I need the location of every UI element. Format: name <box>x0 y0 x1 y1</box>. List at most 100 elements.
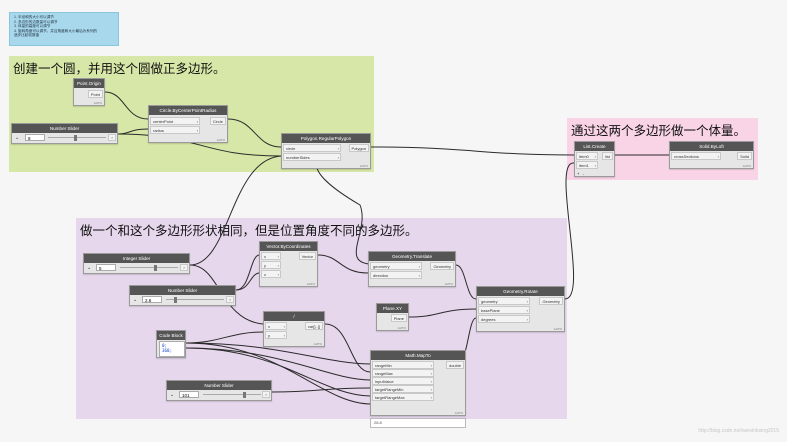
node-point-origin[interactable]: Point.Origin Point AUTO <box>73 78 105 106</box>
output-port-list[interactable]: list <box>602 152 613 160</box>
slider-value-field[interactable]: 101 <box>179 391 199 398</box>
output-port-arrow-icon[interactable]: › <box>262 391 270 398</box>
port-label: x <box>264 254 266 259</box>
chevron-right-icon: › <box>594 163 596 168</box>
remove-input-button[interactable]: - <box>583 171 585 176</box>
slider-value-field[interactable]: 8 <box>25 134 45 141</box>
input-port-geometry[interactable]: geometry› <box>370 262 422 270</box>
watermark: http://blog.csdn.net/weixinbxing2015 <box>698 428 779 434</box>
input-port-item0[interactable]: item0› <box>576 152 598 160</box>
output-port-polygon[interactable]: Polygon <box>348 144 369 152</box>
node-number-slider-height[interactable]: Number Slider 2.6 ⌄ › <box>129 285 236 306</box>
port-label: crossSections <box>674 154 699 159</box>
lacing-label: AUTO <box>742 164 751 168</box>
note-line: 3. 体量的高度可以调节 <box>14 24 51 29</box>
input-port-circle[interactable]: circle› <box>283 144 341 152</box>
input-port-y[interactable]: y› <box>265 331 287 339</box>
chevron-right-icon: › <box>526 317 528 322</box>
output-port-arrow-icon[interactable]: › <box>108 134 116 141</box>
chevron-right-icon: › <box>196 128 198 133</box>
output-port-point[interactable]: Point <box>87 90 103 98</box>
node-divide[interactable]: / x› y› var[]..[] AUTO <box>263 311 325 347</box>
slider-value-field[interactable]: 2.6 <box>142 296 162 303</box>
slider-track[interactable] <box>48 137 106 138</box>
note-line: 逐步比起较数值 <box>14 33 40 38</box>
slider-handle[interactable] <box>154 265 157 271</box>
slider-handle[interactable] <box>174 297 177 303</box>
output-port-geometry[interactable]: Geometry <box>430 262 454 270</box>
input-port-input-value[interactable]: inputValue› <box>372 377 434 385</box>
code-editor[interactable]: 0; 360; <box>159 341 185 357</box>
output-port-double[interactable]: double <box>445 361 464 369</box>
output-port-solid[interactable]: Solid <box>737 152 752 160</box>
node-solid-by-loft[interactable]: Solid.ByLoft crossSections› Solid AUTO <box>669 141 754 169</box>
port-label: direction <box>373 273 389 278</box>
input-port-number-sides[interactable]: numberSides› <box>283 153 341 161</box>
node-polygon-regular-polygon[interactable]: Polygon.RegularPolygon circle› numberSid… <box>281 133 371 169</box>
port-label: x <box>268 324 270 329</box>
slider-value-field[interactable]: 5 <box>96 264 116 271</box>
note-line: 4. 旋转角度可以调节，并且角度和大小最后为系列的 <box>14 28 98 33</box>
slider-track[interactable] <box>166 299 224 300</box>
port-label: targetRangeMin <box>375 387 404 392</box>
node-code-block[interactable]: Code Block 0; 360; <box>156 330 186 358</box>
input-port-geometry[interactable]: geometry› <box>478 297 530 305</box>
node-number-slider-angle[interactable]: Number Slider 101 ⌄ › <box>166 380 272 401</box>
slider-track[interactable] <box>120 267 178 268</box>
input-port-x[interactable]: x› <box>261 252 281 260</box>
lacing-label: AUTO <box>444 282 453 286</box>
slider-track[interactable] <box>203 394 261 395</box>
port-label: centerPoint <box>153 119 174 124</box>
input-port-x[interactable]: x› <box>265 322 287 330</box>
node-vector-by-coordinates[interactable]: Vector.ByCoordinates x› y› z› Vector AUT… <box>259 241 318 287</box>
input-port-range-min[interactable]: rangeMin› <box>372 361 434 369</box>
node-circle-by-center-point-radius[interactable]: Circle.ByCenterPointRadius centerPoint› … <box>148 105 228 143</box>
output-port-vector[interactable]: Vector <box>298 252 316 260</box>
chevron-right-icon: › <box>430 395 432 400</box>
node-list-create[interactable]: List.Create item0› item1› list + - <box>574 141 615 177</box>
chevron-right-icon: › <box>594 154 596 159</box>
output-port-var[interactable]: var[]..[] <box>304 322 323 330</box>
node-geometry-translate[interactable]: Geometry.Translate geometry› direction› … <box>368 251 456 287</box>
add-input-button[interactable]: + <box>577 171 580 176</box>
slider-handle[interactable] <box>243 392 246 398</box>
input-port-cross-sections[interactable]: crossSections› <box>671 152 721 160</box>
node-title: / <box>264 312 324 321</box>
chevron-right-icon: › <box>337 155 339 160</box>
output-port-arrow-icon[interactable]: › <box>226 296 234 303</box>
node-number-slider-radius[interactable]: Number Slider 8 ⌄ › <box>11 123 118 144</box>
output-port-circle[interactable]: Circle <box>209 117 226 125</box>
input-port-degrees[interactable]: degrees› <box>478 315 530 323</box>
port-label: y <box>268 333 270 338</box>
wire <box>227 118 282 148</box>
input-port-z[interactable]: z› <box>261 270 281 278</box>
node-geometry-rotate[interactable]: Geometry.Rotate geometry› basePlane› deg… <box>476 286 565 332</box>
chevron-down-icon[interactable]: ⌄ <box>133 297 138 303</box>
wire <box>104 91 149 120</box>
input-port-base-plane[interactable]: basePlane› <box>478 306 530 314</box>
input-port-range-max[interactable]: rangeMax› <box>372 369 434 377</box>
input-port-item1[interactable]: item1› <box>576 161 598 169</box>
node-integer-slider[interactable]: Integer Slider 5 ⌄ › <box>83 253 190 274</box>
slider-handle[interactable] <box>74 135 77 141</box>
port-label: y <box>264 263 266 268</box>
input-port-radius[interactable]: radius › <box>150 126 200 134</box>
chevron-down-icon[interactable]: ⌄ <box>170 392 175 398</box>
output-port-geometry[interactable]: Geometry <box>539 297 563 305</box>
output-port-arrow-icon[interactable]: › <box>180 264 188 271</box>
chevron-down-icon[interactable]: ⌄ <box>15 135 20 141</box>
input-port-center-point[interactable]: centerPoint› <box>150 117 200 125</box>
output-port-plane[interactable]: Plane <box>390 314 407 322</box>
node-math-map-to[interactable]: Math.MapTo rangeMin› rangeMax› inputValu… <box>370 350 466 416</box>
node-plane-xy[interactable]: Plane.XY Plane AUTO <box>376 303 409 331</box>
wire <box>185 342 371 405</box>
input-port-direction[interactable]: direction› <box>370 271 422 279</box>
chevron-right-icon: › <box>430 387 432 392</box>
input-port-y[interactable]: y› <box>261 261 281 269</box>
input-port-target-range-max[interactable]: targetRangeMax› <box>372 393 434 401</box>
port-label: radius <box>153 128 164 133</box>
node-preview-bubble[interactable]: 28.8 <box>370 418 466 428</box>
input-port-target-range-min[interactable]: targetRangeMin › <box>372 385 434 393</box>
code-line: 360; <box>162 348 173 353</box>
chevron-down-icon[interactable]: ⌄ <box>87 265 92 271</box>
